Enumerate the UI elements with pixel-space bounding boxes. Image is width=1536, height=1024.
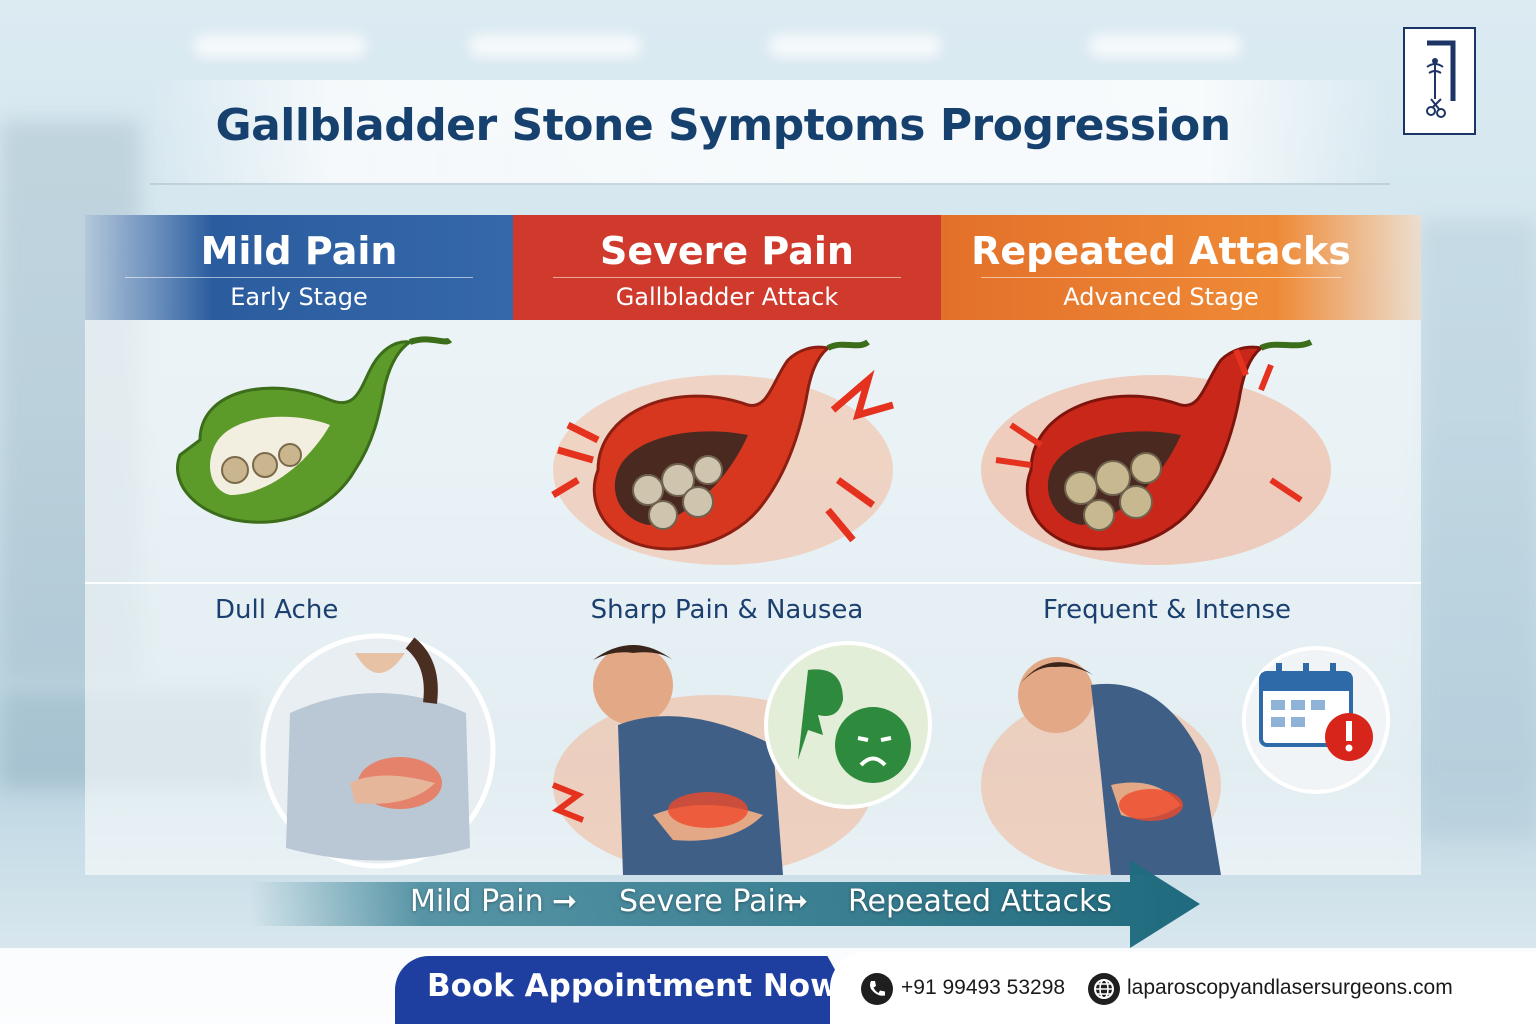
symptom-label: Dull Ache xyxy=(215,595,339,625)
stage-subtitle: Advanced Stage xyxy=(1063,283,1259,311)
contact-bar xyxy=(830,952,1536,1024)
stage-subtitle: Early Stage xyxy=(230,283,368,311)
calendar-alert-icon xyxy=(1242,646,1390,794)
stage-header-mild: Mild Pain Early Stage xyxy=(85,215,513,320)
phone-number[interactable]: +91 99493 53298 xyxy=(901,976,1066,999)
gallbladder-red-icon xyxy=(981,339,1331,565)
woman-holding-abdomen-icon xyxy=(260,633,496,869)
symptom-label: Frequent & Intense xyxy=(1043,595,1291,625)
nausea-face-icon xyxy=(764,641,932,809)
header-divider xyxy=(981,277,1341,278)
website-link[interactable]: laparoscopyandlasersurgeons.com xyxy=(1127,976,1453,999)
panel-divider xyxy=(513,582,941,584)
progression-arrow xyxy=(250,860,1200,948)
stage-subtitle: Gallbladder Attack xyxy=(615,283,839,311)
flow-step-mild: Mild Pain xyxy=(410,884,544,919)
symptom-label: Sharp Pain & Nausea xyxy=(590,595,864,625)
header-divider xyxy=(553,277,901,278)
page-title: Gallbladder Stone Symptoms Progression xyxy=(215,100,1231,151)
stage-panel-mild: Mild Pain Early Stage Dull Ache xyxy=(85,215,513,875)
stage-panel-repeated: Repeated Attacks Advanced Stage Frequent… xyxy=(941,215,1421,875)
flow-arrow-icon: ➞ xyxy=(552,884,578,919)
panel-divider xyxy=(85,582,513,584)
phone-icon xyxy=(861,973,893,1005)
flow-step-repeated: Repeated Attacks xyxy=(848,884,1113,919)
header-divider xyxy=(125,277,473,278)
book-appointment-button[interactable]: Book Appointment Now xyxy=(395,956,865,1024)
panel-divider xyxy=(941,582,1421,584)
stage-header-repeated: Repeated Attacks Advanced Stage xyxy=(941,215,1421,320)
flow-arrow-icon: ➞ xyxy=(783,884,809,919)
man-bent-over-icon xyxy=(981,657,1221,875)
title-band xyxy=(150,80,1390,185)
gallbladder-green-icon xyxy=(175,336,453,524)
stage-header-severe: Severe Pain Gallbladder Attack xyxy=(513,215,941,320)
clinic-logo xyxy=(1403,27,1476,135)
globe-icon xyxy=(1088,973,1120,1005)
stage-panel-severe: Severe Pain Gallbladder Attack Sharp Pai… xyxy=(513,215,941,875)
stage-title: Severe Pain xyxy=(600,229,854,273)
stage-title: Mild Pain xyxy=(200,229,398,273)
gallbladder-inflamed-icon xyxy=(551,339,894,565)
stage-title: Repeated Attacks xyxy=(971,229,1351,273)
flow-step-severe: Severe Pain xyxy=(619,884,795,919)
caduceus-logo-icon xyxy=(1426,40,1456,118)
